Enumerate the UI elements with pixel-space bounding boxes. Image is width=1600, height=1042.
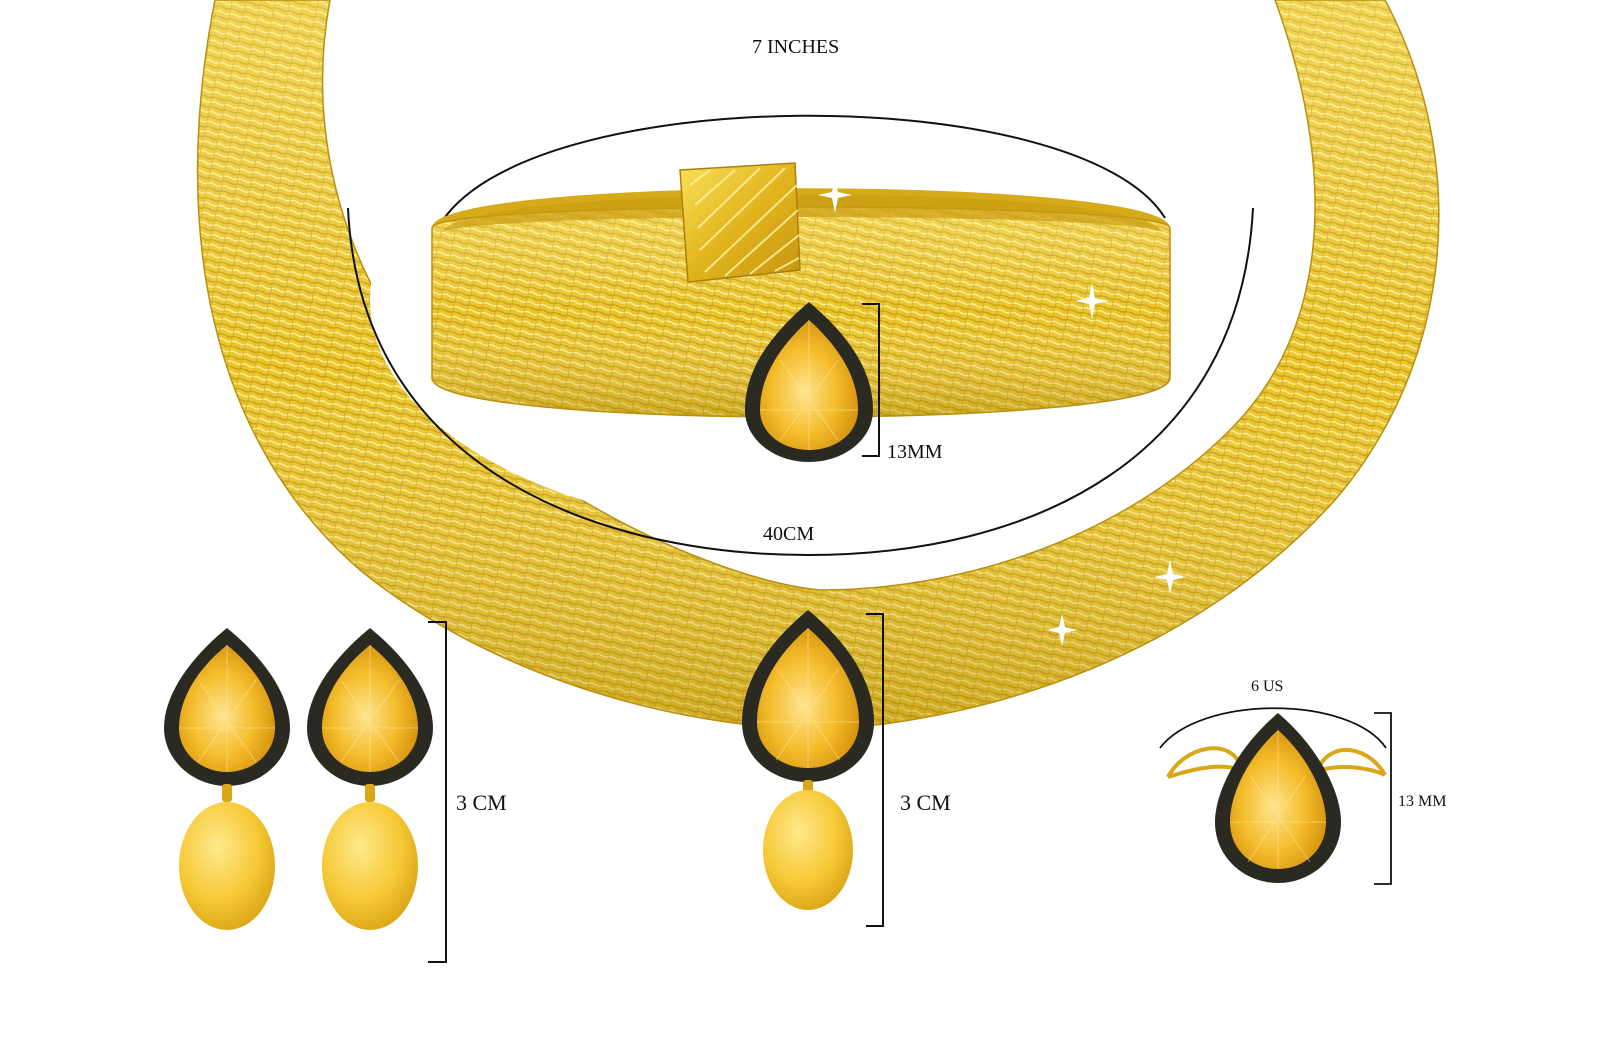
bracelet-width-bracket: [862, 303, 880, 457]
ring-height-bracket: [1374, 712, 1392, 885]
bracelet-length-label: 7 INCHES: [752, 36, 840, 58]
ring-size-arc: [1159, 707, 1387, 749]
pendant-pearl: [763, 790, 853, 910]
pendant-length-bracket: [866, 613, 884, 927]
ring-facets: [1230, 730, 1326, 869]
necklace-pendant: [742, 610, 874, 910]
pendant-length-label: 3 CM: [900, 790, 951, 815]
necklace-shading: [196, 0, 1440, 731]
earring-right-facets: [322, 645, 418, 772]
ring-band: [1166, 746, 1387, 779]
bracelet-stone: [745, 302, 873, 462]
sparkle-icon: [818, 177, 852, 213]
earring-length-bracket: [428, 621, 447, 963]
bracelet-clasp: [679, 162, 801, 283]
earring-left-pearl: [179, 802, 275, 930]
sparkle-icon: [1154, 560, 1186, 594]
sparkles: [818, 177, 1186, 646]
earring-left-link: [222, 784, 232, 802]
ring-height-label: 13 MM: [1398, 793, 1447, 810]
earring-left-facets: [179, 645, 275, 772]
necklace: [196, 0, 1440, 731]
earring-right-link: [365, 784, 375, 802]
bracelet-length-arc: [437, 114, 1166, 229]
bracelet-inner-rim: [442, 194, 1162, 232]
pendant-facets: [757, 628, 859, 768]
sparkle-icon: [1047, 614, 1077, 646]
ring: [1166, 713, 1387, 883]
sparkle-icon: [1075, 283, 1109, 319]
earring-left: [164, 628, 290, 930]
ring-size-label: 6 US: [1251, 678, 1284, 695]
bracelet-stone-facets: [760, 320, 858, 450]
bracelet-clasp-lines: [689, 167, 800, 277]
earring-right: [307, 628, 433, 930]
bracelet-width-label: 13MM: [887, 441, 943, 463]
necklace-length-label: 40CM: [763, 523, 815, 545]
necklace-length-arc: [347, 207, 1254, 557]
earring-length-label: 3 CM: [456, 790, 507, 815]
earring-right-pearl: [322, 802, 418, 930]
